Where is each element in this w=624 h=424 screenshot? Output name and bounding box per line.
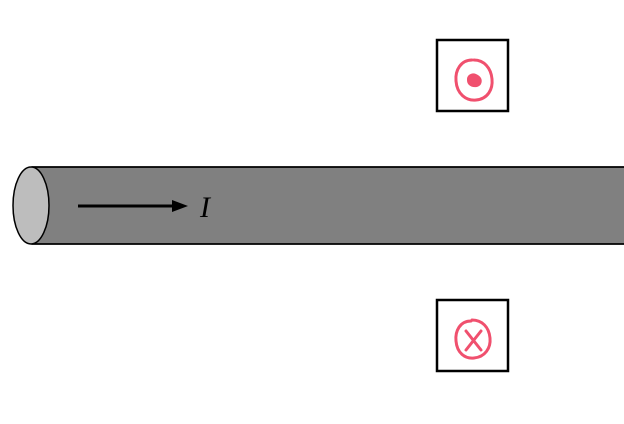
wire-end-cap: [12, 166, 50, 245]
marker-box-below: [435, 298, 510, 373]
out-of-page-circle-icon: [454, 58, 494, 102]
wire: [12, 166, 624, 245]
current-label: I: [199, 191, 212, 224]
current-arrow-head: [172, 200, 188, 212]
cross-icon: [464, 329, 483, 352]
field-marker-above: [435, 38, 510, 113]
current-arrow: [78, 200, 188, 212]
into-page-circle-icon: [454, 318, 492, 360]
field-marker-below: [435, 298, 510, 373]
dot-icon: [467, 73, 482, 88]
